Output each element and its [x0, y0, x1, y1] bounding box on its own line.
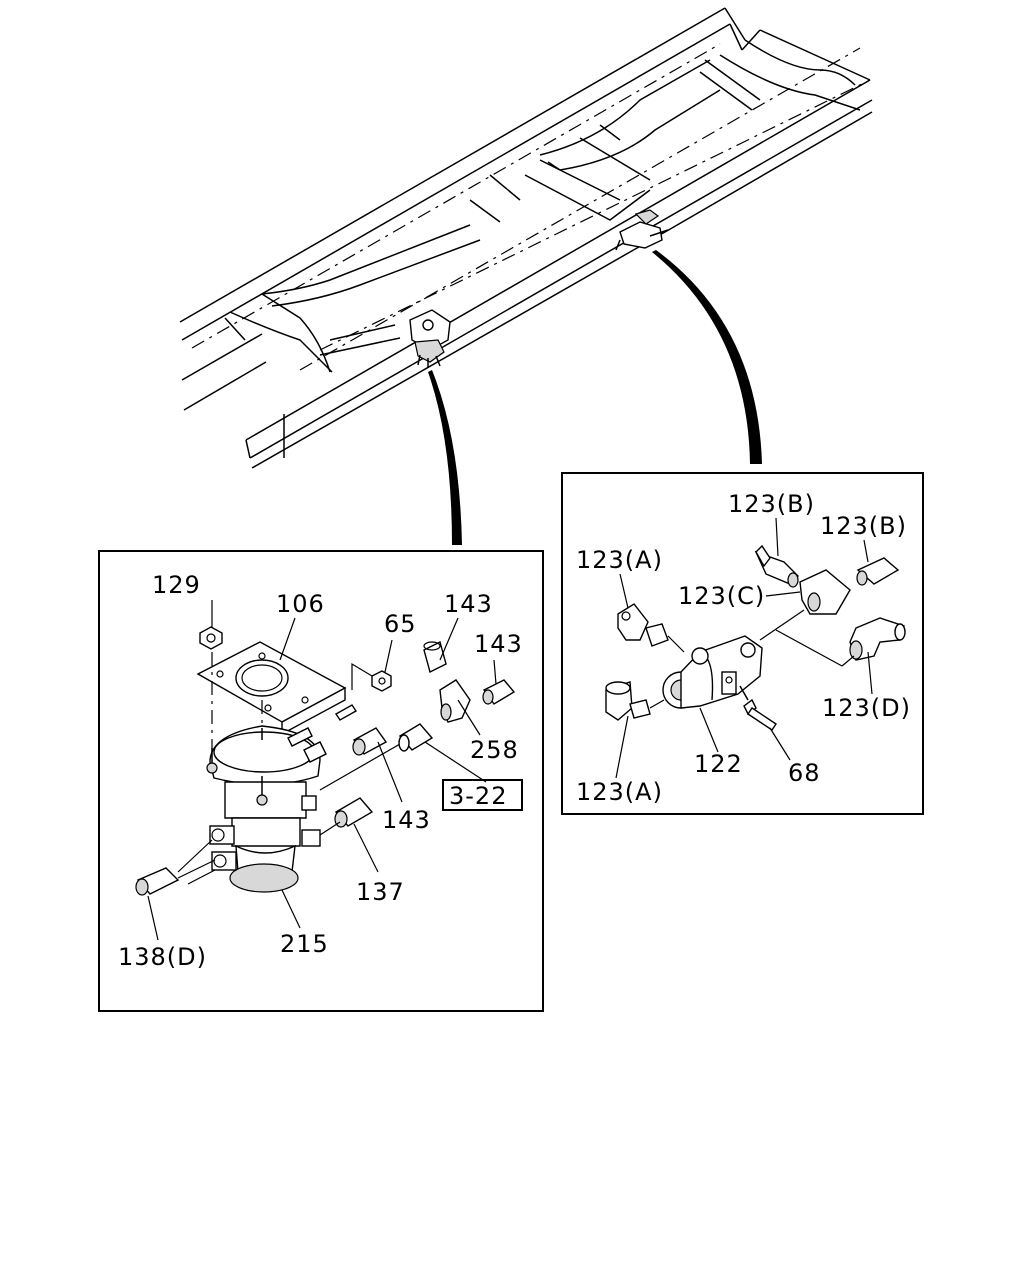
part-labels: 129 106 65 143 143 258 3-22 143 137 215 … [118, 490, 911, 971]
fitting-137 [334, 797, 374, 828]
label-123a-lower: 123(A) [576, 778, 663, 806]
valve-assembly-122 [605, 544, 906, 731]
label-68: 68 [788, 759, 821, 787]
label-123a-upper: 123(A) [576, 546, 663, 574]
fitting-143-right [482, 679, 516, 705]
leader-curve-right [652, 250, 762, 464]
fitting-143-top [423, 640, 447, 674]
label-215: 215 [280, 930, 329, 958]
fitting-123a-upper [617, 603, 669, 647]
valve-122 [662, 635, 763, 709]
relay-valve-215 [206, 725, 327, 893]
label-143-top: 143 [444, 590, 493, 618]
label-129: 129 [152, 571, 201, 599]
adapter-3-22 [398, 723, 434, 752]
bolt-68 [743, 698, 777, 731]
label-123d: 123(D) [822, 694, 911, 722]
tee-123d [849, 617, 906, 661]
fitting-143-center [352, 727, 388, 756]
tee-123c [799, 569, 851, 615]
label-123b-left: 123(B) [728, 490, 815, 518]
label-65: 65 [384, 610, 417, 638]
label-122: 122 [694, 750, 743, 778]
detail-box-left [98, 550, 544, 1012]
label-138d: 138(D) [118, 943, 207, 971]
leader-curve-left [428, 370, 462, 545]
leader-lines-left [147, 600, 497, 941]
chassis-frame [179, 7, 873, 469]
label-123c: 123(C) [678, 582, 765, 610]
fitting-123b-right [856, 557, 900, 586]
relay-valve-assembly [135, 626, 516, 896]
label-3-22[interactable]: 3-22 [449, 782, 507, 810]
reference-box-3-22[interactable] [442, 779, 523, 811]
label-137: 137 [356, 878, 405, 906]
fitting-123b-left [754, 544, 799, 588]
label-123b-right: 123(B) [820, 512, 907, 540]
label-258: 258 [470, 736, 519, 764]
nut-129 [199, 626, 223, 650]
leader-lines-right [615, 517, 873, 779]
nut-65 [371, 670, 392, 692]
valve-bracket-right [615, 209, 669, 251]
elbow-258 [439, 679, 471, 723]
detail-box-right [561, 472, 924, 815]
valve-bracket-left [409, 309, 451, 368]
stud-bolt [334, 704, 358, 721]
label-143-right: 143 [474, 630, 523, 658]
fitting-123a-lower [605, 681, 651, 721]
label-143-center: 143 [382, 806, 431, 834]
label-106: 106 [276, 590, 325, 618]
fitting-138d [135, 867, 180, 896]
